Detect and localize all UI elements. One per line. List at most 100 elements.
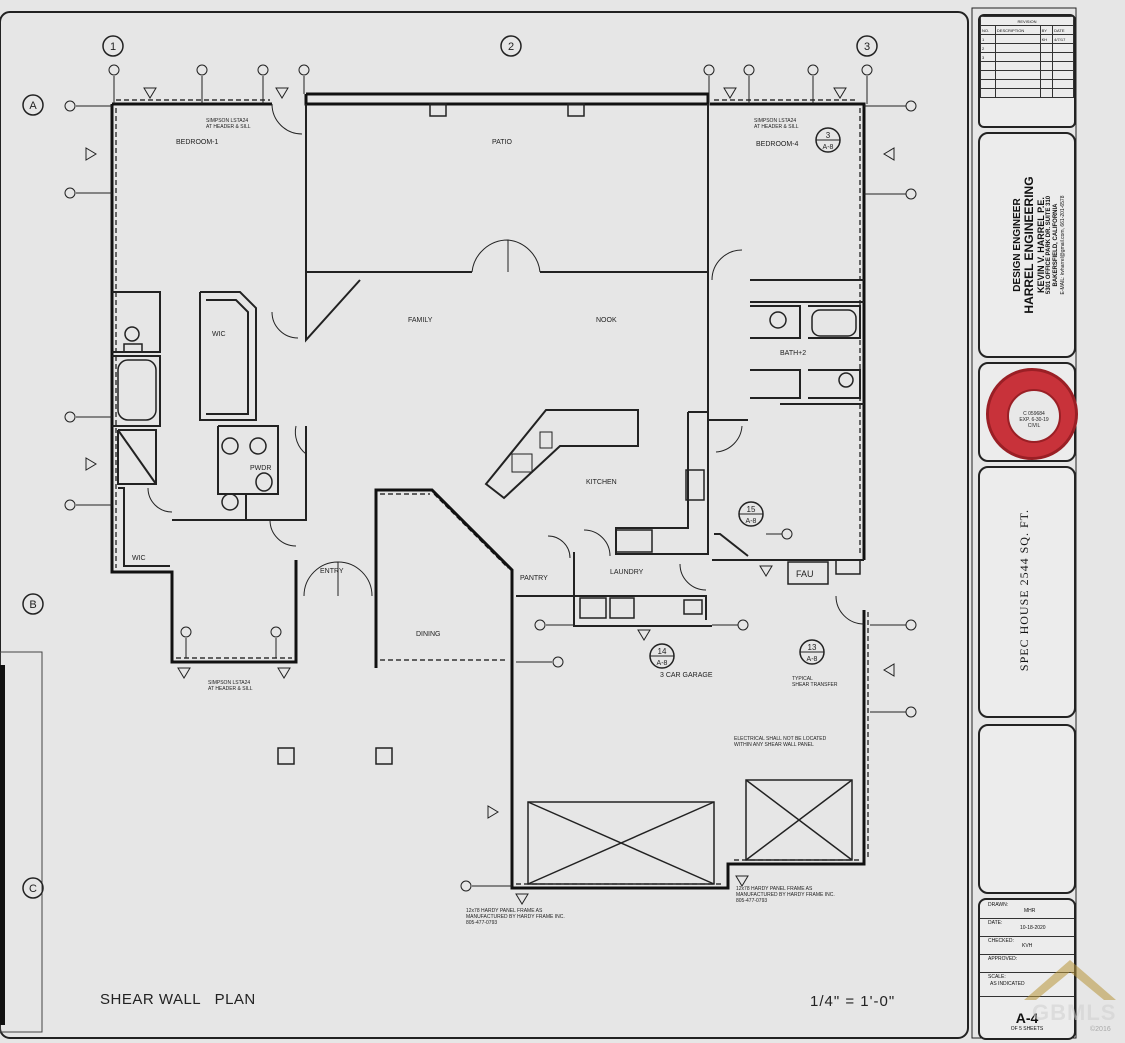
- scale-row: SCALE: AS INDICATED: [980, 972, 1074, 997]
- svg-text:C: C: [29, 883, 37, 895]
- svg-text:3: 3: [864, 41, 870, 53]
- revision-table: REVISION NO. DESCRIPTION BY DATE 1 KH 4/…: [978, 14, 1076, 128]
- detail-bubble-13: 13 A-8: [799, 639, 825, 665]
- project-title-box: SPEC HOUSE 2544 SQ. FT.: [978, 466, 1076, 718]
- svg-text:13: 13: [808, 643, 817, 652]
- engineer-seal: C 059684 EXP. 6-30-19 CIVIL: [986, 368, 1078, 460]
- fau-unit: [787, 561, 829, 585]
- seal-text: C 059684 EXP. 6-30-19 CIVIL: [1019, 411, 1049, 429]
- patio-post-right: [567, 103, 585, 117]
- room-label-patio: PATIO: [492, 139, 513, 146]
- left-edge-frame: [0, 651, 43, 1033]
- room-label-pantry: PANTRY: [520, 575, 548, 582]
- detail-bubble-3: 3 A-8: [815, 127, 841, 153]
- room-label-entry: ENTRY: [320, 568, 344, 575]
- revision-col-no: NO.: [980, 25, 996, 35]
- revision-header: REVISION: [980, 16, 1074, 26]
- engineer-address: 5301 OFFICE PARK DR. SUITE 310: [1046, 195, 1052, 295]
- revision-row: 3: [980, 52, 1074, 62]
- revision-row: 2: [980, 43, 1074, 53]
- svg-text:14: 14: [658, 647, 667, 656]
- interior-walls: [112, 104, 864, 627]
- mls-watermark: GBMLS ©2016: [1020, 956, 1120, 1036]
- project-title: SPEC HOUSE 2544 SQ. FT.: [1017, 508, 1031, 672]
- room-label-nook: NOOK: [596, 317, 617, 324]
- engineer-firm: HARREL ENGINEERING: [1022, 176, 1036, 314]
- detail-bubble-14: 14 A-8: [649, 643, 675, 669]
- engineer-name: KEVIN V. HARREL P.E.: [1036, 197, 1046, 293]
- svg-text:A-8: A-8: [807, 656, 818, 663]
- porch-post-left: [277, 747, 295, 765]
- kitchen-island: [484, 409, 639, 500]
- engineer-box: DESIGN ENGINEER HARREL ENGINEERING KEVIN…: [978, 132, 1076, 358]
- approved-row: APPROVED:: [980, 954, 1074, 973]
- room-label-kitchen: KITCHEN: [586, 479, 617, 486]
- room-label-pwdr: PWDR: [250, 465, 271, 472]
- room-label-laundry: LAUNDRY: [610, 569, 644, 576]
- room-label-wic-lower: WIC: [132, 555, 146, 562]
- porch-post-right: [375, 747, 393, 765]
- svg-text:A: A: [29, 100, 37, 112]
- svg-text:B: B: [29, 599, 36, 611]
- room-label-wic: WIC: [212, 331, 226, 338]
- engineer-city: BAKERSFIELD, CALIFORNIA: [1053, 203, 1059, 287]
- revision-col-description: DESCRIPTION: [994, 25, 1041, 35]
- room-label-dining: DINING: [416, 631, 441, 638]
- plan-title: SHEAR WALL PLAN: [100, 991, 256, 1008]
- grid-bubble-b: B: [22, 593, 44, 615]
- watermark-house-icon: [1024, 960, 1116, 1000]
- room-label-bedroom4: BEDROOM-4: [756, 141, 799, 148]
- grid-bubble-1: 1: [102, 35, 124, 57]
- drawn-row: DRAWN: MHR: [980, 900, 1074, 919]
- svg-text:A-8: A-8: [657, 660, 668, 667]
- door-swings: [147, 103, 865, 625]
- watermark-copyright: ©2016: [1090, 1026, 1111, 1033]
- dishwasher: [539, 431, 553, 449]
- svg-text:A-8: A-8: [746, 518, 757, 525]
- engineer-contact: E-MAIL: kvharrel@gmail.com, 661-201-6578: [1060, 195, 1066, 295]
- revision-col-date: DATE: [1052, 25, 1074, 35]
- sheet-count: OF 5 SHEETS: [1010, 1026, 1044, 1032]
- kitchen-sink: [511, 453, 533, 473]
- checked-row: CHECKED: KVH: [980, 936, 1074, 955]
- sheet-number-area: A-4 OF 5 SHEETS: [980, 998, 1074, 1032]
- wic-lower-wall: [118, 487, 170, 567]
- room-label-family: FAMILY: [408, 317, 433, 324]
- plumbing-fixtures: [117, 309, 861, 619]
- sheet-number: A-4: [1015, 1010, 1039, 1026]
- blank-box: [978, 724, 1076, 894]
- revision-row: 1 KH 4/7/17: [980, 34, 1074, 44]
- shear-wall-lines: [115, 99, 869, 885]
- grid-bubble-c: C: [22, 877, 44, 899]
- garage-doors: [527, 779, 853, 885]
- date-row: DATE: 10-18-2020: [980, 918, 1074, 937]
- svg-text:3: 3: [826, 131, 831, 140]
- room-label-garage: 3 CAR GARAGE: [660, 672, 713, 679]
- shear-wall-triangles: [85, 87, 895, 905]
- fau-label: FAU: [796, 569, 814, 579]
- grid-bubble-a: A: [22, 94, 44, 116]
- svg-text:15: 15: [747, 505, 756, 514]
- revision-col-by: BY: [1039, 25, 1054, 35]
- detail-bubble-15: 15 A-8: [738, 501, 764, 527]
- exterior-walls: [110, 92, 866, 890]
- svg-text:2: 2: [508, 41, 514, 53]
- drawing-border: [0, 11, 969, 1039]
- grid-bubble-3: 3: [856, 35, 878, 57]
- left-edge-bar: [0, 665, 5, 1025]
- svg-text:A-8: A-8: [823, 144, 834, 151]
- patio-post-left: [429, 103, 447, 117]
- grid-bubble-2: 2: [500, 35, 522, 57]
- plan-scale: 1/4" = 1'-0": [810, 993, 895, 1010]
- shear-wall-tags: [64, 64, 917, 892]
- room-label-bedroom1: BEDROOM-1: [176, 139, 219, 146]
- watermark-brand: GBMLS: [1032, 1000, 1117, 1025]
